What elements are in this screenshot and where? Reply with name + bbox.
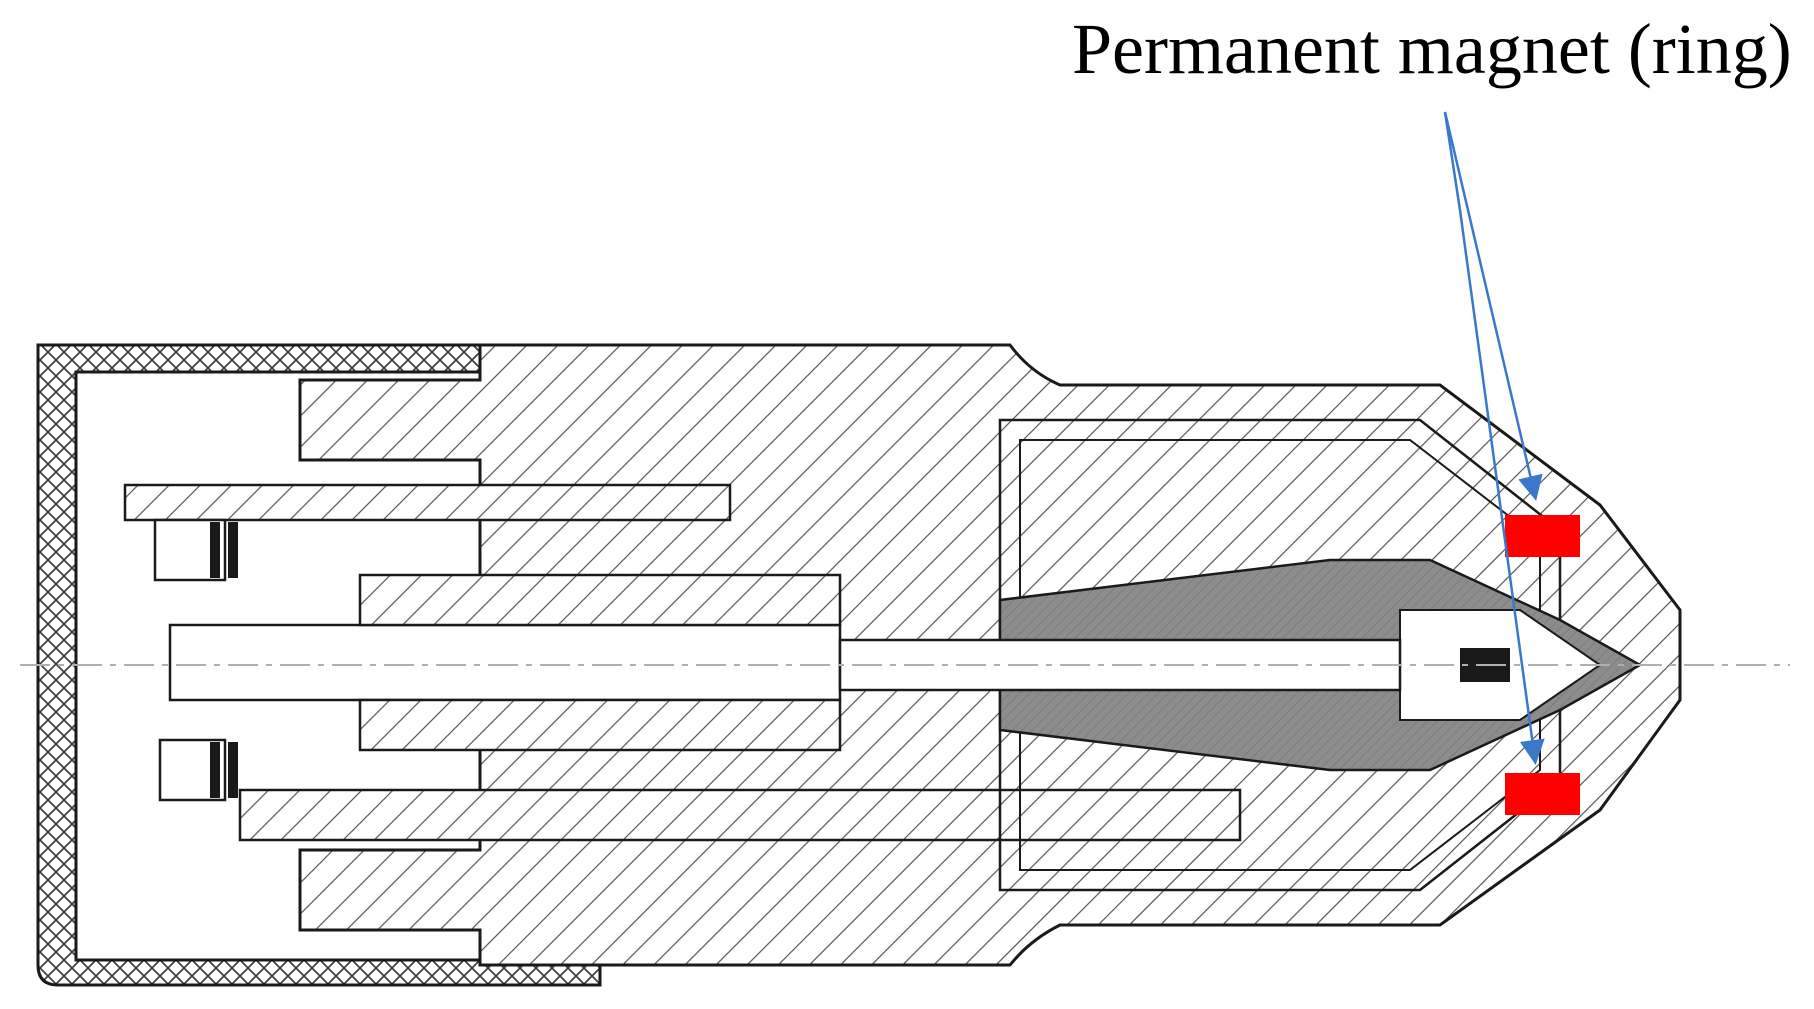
magnet-ring-lower — [1505, 773, 1580, 815]
connector-pins — [153, 518, 238, 802]
magnet-ring-upper — [1505, 515, 1580, 557]
outer-sleeve — [36, 343, 602, 987]
magnet-label: Permanent magnet (ring) — [1072, 9, 1792, 89]
inner-channels — [123, 418, 1562, 892]
leader-arrows — [1443, 111, 1545, 765]
